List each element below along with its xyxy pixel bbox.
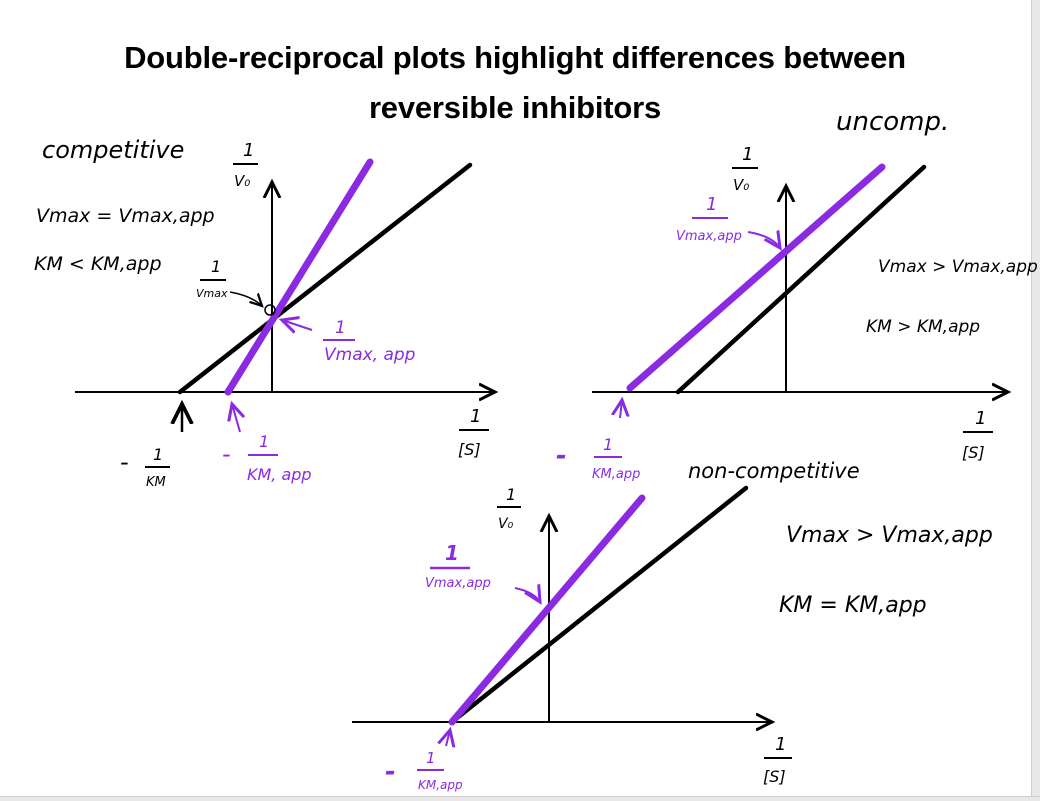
uncompetitive-x-axis-label-num: 1 [975, 408, 986, 429]
uncompetitive-plot: uncomp. 1 V₀ 1 Vmax,app Vmax > Vmax,app … [556, 107, 1038, 482]
window-edge-bottom [0, 796, 1040, 801]
competitive-xint-app-label-prefix: - [222, 440, 231, 468]
competitive-yint-label-den: Vmax [196, 287, 228, 300]
noncompetitive-note-vmax: Vmax > Vmax,app [786, 523, 993, 548]
uncompetitive-label: uncomp. [836, 107, 949, 137]
competitive-uninhibited-line [177, 162, 473, 395]
noncompetitive-label: non-competitive [688, 459, 860, 483]
noncompetitive-x-axis-label-den: [S] [763, 767, 786, 786]
noncompetitive-xint-app-arrow [446, 730, 450, 746]
uncompetitive-yint-app-label-num: 1 [706, 194, 717, 215]
competitive-yint-label-num: 1 [211, 257, 221, 276]
noncompetitive-y-axis-label-den: V₀ [498, 516, 514, 532]
uncompetitive-x-axis-label-den: [S] [962, 443, 985, 462]
slide-title-line-2: reversible inhibitors [368, 90, 662, 125]
uncompetitive-xint-app-arrow [620, 400, 622, 419]
competitive-intersection-marker [264, 304, 276, 316]
noncompetitive-xint-app-label-den: KM,app [418, 778, 463, 792]
uncompetitive-xint-app-label-prefix: - [556, 441, 567, 471]
competitive-yint-app-label-den: Vmax, app [324, 345, 416, 365]
uncompetitive-inhibited-line [626, 163, 886, 392]
competitive-yint-app-arrow [282, 320, 313, 330]
noncompetitive-inhibited-line [448, 494, 646, 726]
noncompetitive-plot: non-competitive 1 V₀ 1 Vmax,app Vmax > V… [352, 459, 993, 792]
competitive-note-km: KM < KM,app [34, 253, 162, 275]
uncompetitive-yint-app-arrow [747, 232, 780, 248]
competitive-xint-app-label-num: 1 [259, 432, 269, 451]
competitive-label: competitive [42, 136, 184, 164]
competitive-note-vmax: Vmax = Vmax,app [36, 205, 215, 227]
noncompetitive-yint-app-label-den: Vmax,app [425, 576, 491, 591]
uncompetitive-y-axis-label-num: 1 [742, 144, 753, 165]
window-edge-right [1031, 0, 1040, 800]
competitive-xint-label-den: KM [146, 475, 166, 490]
uncompetitive-y-axis-label-den: V₀ [733, 176, 749, 194]
noncompetitive-yint-app-arrow [514, 588, 540, 602]
uncompetitive-note-vmax: Vmax > Vmax,app [878, 257, 1038, 277]
competitive-y-axis-label-num: 1 [243, 140, 254, 161]
uncompetitive-xint-app-label-num: 1 [603, 435, 613, 454]
competitive-plot: competitive 1 V₀ Vmax = Vmax,app KM < KM… [34, 136, 495, 490]
competitive-xint-label-num: 1 [153, 445, 163, 464]
noncompetitive-note-km: KM = KM,app [779, 593, 927, 618]
noncompetitive-xint-app-label-num: 1 [426, 749, 436, 767]
competitive-xint-label-prefix: - [120, 448, 129, 476]
noncompetitive-yint-app-label-num: 1 [445, 541, 459, 565]
uncompetitive-xint-app-label-den: KM,app [592, 467, 640, 482]
competitive-xint-app-label-den: KM, app [247, 465, 312, 484]
competitive-x-axis-label-num: 1 [470, 406, 481, 427]
noncompetitive-xint-app-label-prefix: - [385, 757, 396, 787]
competitive-inhibited-line [224, 158, 374, 396]
competitive-x-axis-label-den: [S] [458, 440, 481, 459]
competitive-y-axis-label-den: V₀ [234, 172, 250, 190]
competitive-yint-app-label-num: 1 [335, 318, 346, 338]
noncompetitive-y-axis-label-num: 1 [506, 485, 516, 504]
noncompetitive-uninhibited-line [449, 485, 749, 725]
uncompetitive-uninhibited-line [675, 164, 927, 395]
competitive-xint-app-arrow [232, 404, 240, 433]
uncompetitive-yint-app-label-den: Vmax,app [676, 229, 742, 244]
competitive-yint-arrow [229, 291, 262, 306]
slide-title-line-1: Double-reciprocal plots highlight differ… [124, 40, 906, 75]
noncompetitive-x-axis-label-num: 1 [775, 734, 786, 755]
uncompetitive-note-km: KM > KM,app [866, 317, 980, 337]
